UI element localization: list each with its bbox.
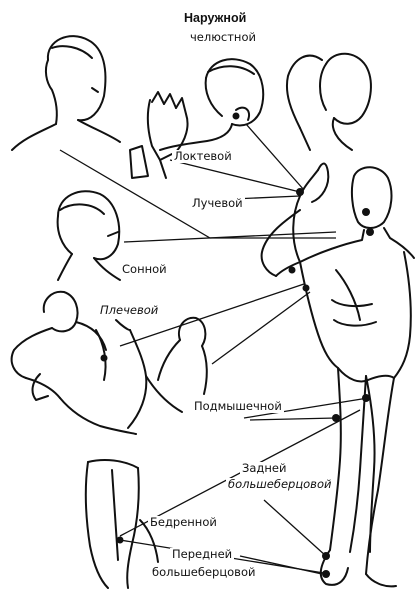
label-axillary: Подмышечной — [192, 400, 284, 413]
label-posterior-tibial-line1: Задней — [240, 462, 288, 475]
label-carotid: Сонной — [120, 263, 169, 276]
pressure-point-dot-icon — [362, 394, 370, 402]
human-figure-icon — [262, 164, 414, 587]
label-outer-jaw-line2: челюстной — [188, 31, 258, 44]
head-profile-icon — [287, 54, 371, 150]
label-anterior-tibial-line2: большеберцовой — [150, 566, 257, 579]
pressure-point-dot-icon — [233, 113, 240, 120]
label-ulnar: Локтевой — [172, 150, 234, 163]
label-brachial: Плечевой — [98, 304, 160, 317]
label-outer-jaw-line1: Наружной — [182, 12, 248, 25]
pressure-point-dot-icon — [332, 414, 340, 422]
label-anterior-tibial-line1: Передней — [170, 548, 234, 561]
pressure-point-dot-icon — [303, 285, 310, 292]
pressure-point-dot-icon — [322, 570, 330, 578]
head-profile-icon — [12, 36, 120, 150]
pressure-point-dot-icon — [296, 188, 304, 196]
pressure-point-dot-icon — [117, 537, 124, 544]
pressure-point-dot-icon — [362, 208, 370, 216]
pressure-point-dot-icon — [322, 552, 330, 560]
label-radial: Лучевой — [190, 197, 245, 210]
pressure-point-dot-icon — [366, 228, 374, 236]
head-profile-icon — [58, 191, 120, 280]
pressure-point-dot-icon — [101, 355, 108, 362]
label-femoral: Бедренной — [148, 516, 219, 529]
label-posterior-tibial-line2: большеберцовой — [226, 478, 333, 491]
pressure-point-dot-icon — [289, 267, 296, 274]
hand-icon — [130, 92, 188, 178]
